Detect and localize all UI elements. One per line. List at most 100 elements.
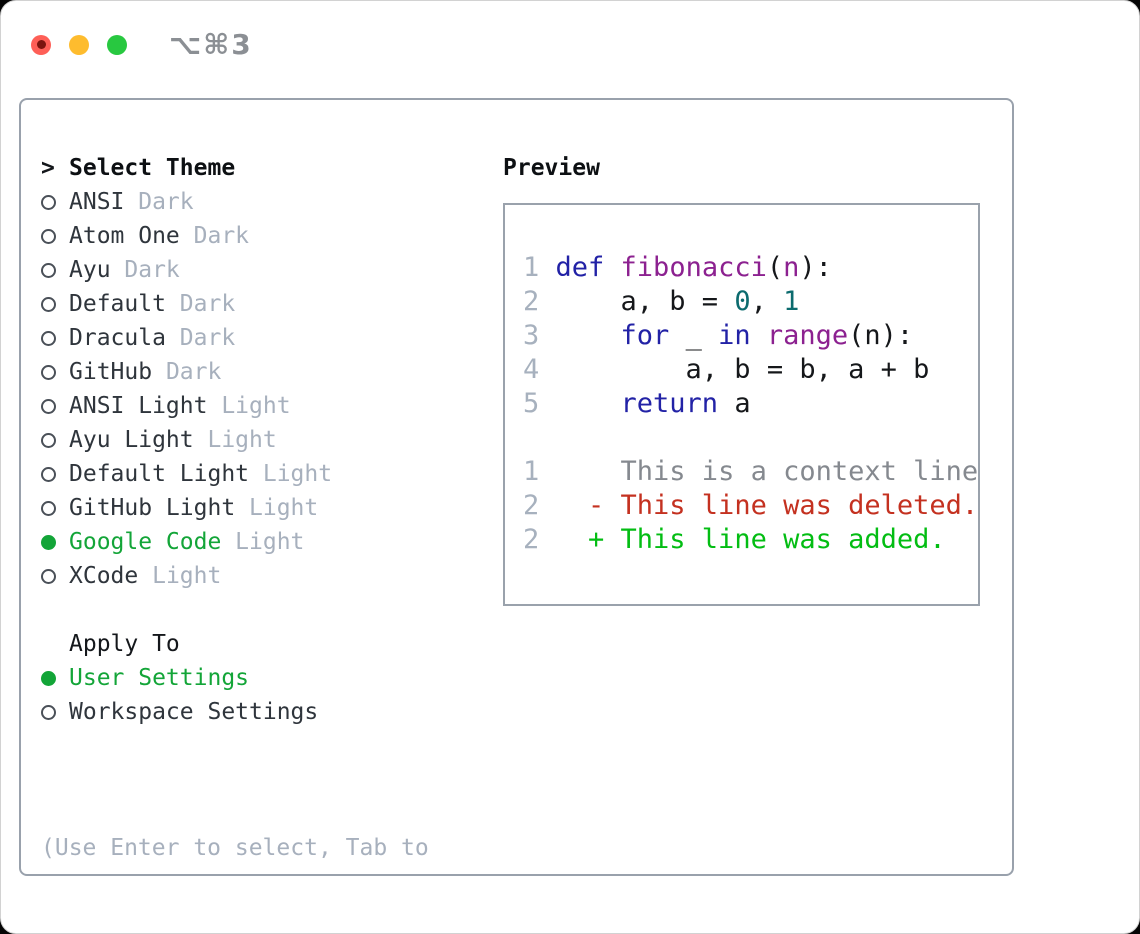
option-variant-label: Light — [207, 427, 277, 453]
radio-marker — [41, 466, 69, 482]
code-line: 2 - This line was deleted. — [523, 489, 978, 523]
theme-option-ansi[interactable]: ANSI Dark — [41, 185, 429, 219]
code-token — [556, 388, 621, 419]
option-variant-label: Dark — [179, 291, 236, 317]
radio-marker — [41, 670, 69, 686]
code-token: return — [620, 388, 719, 419]
line-number: 4 — [523, 354, 540, 385]
radio-marker — [41, 534, 69, 550]
main-panel: > Select Theme ANSI Dark Atom One Dark A… — [19, 98, 1014, 876]
theme-option-github[interactable]: GitHub Dark — [41, 355, 429, 389]
radio-icon — [41, 670, 56, 686]
code-token: a, b = b, a + b — [555, 354, 930, 385]
radio-icon — [41, 704, 56, 720]
radio-icon — [41, 398, 56, 414]
code-token: - This line was deleted. — [588, 490, 979, 521]
code-line: 3 for _ in range(n): — [523, 319, 978, 353]
code-token: ( — [766, 252, 784, 283]
option-variant-label: Light — [249, 495, 319, 521]
code-token: + This line was added. — [588, 524, 946, 555]
option-variant-label: Light — [221, 393, 291, 419]
theme-option-google-code[interactable]: Google Code Light — [41, 525, 429, 559]
code-token — [751, 320, 767, 351]
code-token — [556, 524, 589, 555]
line-number: 1 — [523, 252, 540, 283]
option-variant-label: Light — [235, 529, 305, 555]
code-token: for — [620, 320, 670, 351]
radio-marker — [41, 432, 69, 448]
line-number: 2 — [523, 490, 540, 521]
radio-icon — [41, 534, 56, 550]
option-variant-label: Light — [152, 563, 222, 589]
focus-caret-icon: > — [41, 155, 55, 181]
theme-option-atom-one[interactable]: Atom One Dark — [41, 219, 429, 253]
radio-marker — [41, 704, 69, 720]
radio-icon — [41, 466, 56, 482]
option-label: User Settings — [69, 665, 250, 691]
code-line: 1 This is a context line. — [523, 455, 978, 489]
code-token — [604, 252, 620, 283]
theme-option-default-light[interactable]: Default Light Light — [41, 457, 429, 491]
option-label: Workspace Settings — [69, 699, 319, 725]
spacer — [41, 729, 429, 763]
radio-icon — [41, 228, 56, 244]
code-line: 4 a, b = b, a + b — [523, 353, 978, 387]
option-label: GitHub Light — [69, 495, 236, 521]
line-number: 3 — [523, 320, 540, 351]
theme-option-ansi-light[interactable]: ANSI Light Light — [41, 389, 429, 423]
radio-icon — [41, 568, 56, 584]
close-button[interactable] — [31, 34, 51, 55]
option-label: Default Light — [69, 461, 250, 487]
line-number: 5 — [523, 388, 540, 419]
code-token: 0 — [734, 286, 751, 317]
theme-list: ANSI Dark Atom One Dark Ayu Dark Default… — [41, 185, 429, 593]
titlebar: ⌥⌘3 — [31, 28, 253, 61]
theme-option-github-light[interactable]: GitHub Light Light — [41, 491, 429, 525]
apply-to-list: User Settings Workspace Settings — [41, 661, 429, 729]
minimize-button[interactable] — [69, 34, 89, 55]
code-token — [556, 320, 621, 351]
radio-marker — [41, 330, 69, 346]
code-token: fibonacci — [620, 252, 767, 283]
line-number: 1 — [523, 456, 540, 487]
code-token: This is a context line. — [620, 456, 980, 487]
radio-icon — [41, 432, 56, 448]
theme-option-dracula[interactable]: Dracula Dark — [41, 321, 429, 355]
option-label: ANSI Light — [69, 393, 208, 419]
window-title: ⌥⌘3 — [169, 28, 253, 61]
radio-marker — [41, 194, 69, 210]
code-token: (n): — [848, 320, 914, 351]
line-number: 2 — [523, 524, 540, 555]
code-token: n — [783, 252, 800, 283]
code-token: a, b = — [555, 286, 735, 317]
code-token: in — [718, 320, 751, 351]
radio-marker — [41, 500, 69, 516]
maximize-button[interactable] — [107, 34, 127, 55]
option-variant-label: Dark — [193, 223, 250, 249]
option-label: GitHub — [69, 359, 153, 385]
theme-option-ayu-light[interactable]: Ayu Light Light — [41, 423, 429, 457]
option-label: ANSI — [69, 189, 125, 215]
theme-option-xcode[interactable]: XCode Light — [41, 559, 429, 593]
code-token — [556, 490, 589, 521]
apply-option-user-settings[interactable]: User Settings — [41, 661, 429, 695]
theme-option-ayu[interactable]: Ayu Dark — [41, 253, 429, 287]
code-token: ): — [799, 252, 832, 283]
hint-line: (Use Enter to select, Tab to — [41, 835, 429, 861]
radio-icon — [41, 296, 56, 312]
option-variant-label: Dark — [179, 325, 236, 351]
code-token: 1 — [783, 286, 800, 317]
radio-marker — [41, 398, 69, 414]
radio-icon — [41, 364, 56, 380]
option-label: Atom One — [69, 223, 180, 249]
apply-option-workspace-settings[interactable]: Workspace Settings — [41, 695, 429, 729]
select-theme-header: > Select Theme — [41, 151, 429, 185]
theme-selector-pane: > Select Theme ANSI Dark Atom One Dark A… — [41, 151, 429, 933]
theme-option-default[interactable]: Default Dark — [41, 287, 429, 321]
radio-icon — [41, 500, 56, 516]
option-variant-label: Dark — [124, 257, 180, 283]
code-token: range — [766, 320, 849, 351]
